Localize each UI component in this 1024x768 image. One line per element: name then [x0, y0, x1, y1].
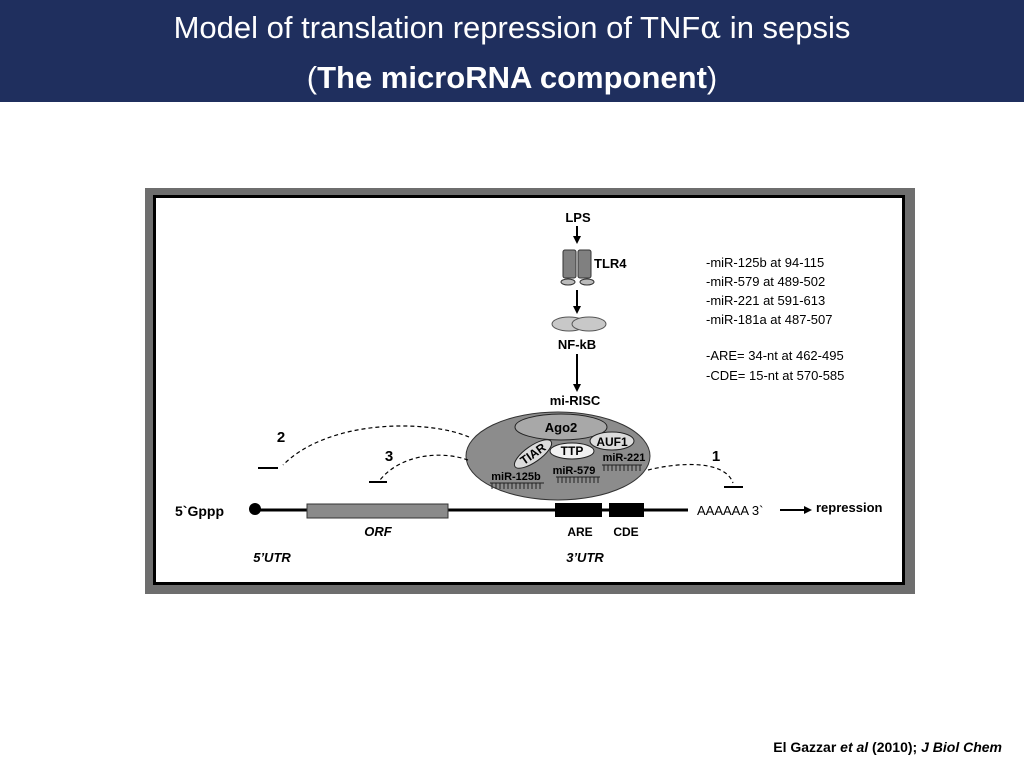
ttp-label: TTP — [561, 444, 584, 458]
are-label: ARE — [567, 525, 592, 539]
page-title: Model of translation repression of TNFα … — [173, 10, 851, 46]
orf-box — [306, 503, 449, 519]
inhibition-path-1 — [647, 463, 734, 484]
title-banner: Model of translation repression of TNFα … — [0, 0, 1024, 102]
utr3-label: 3’UTR — [566, 550, 604, 565]
mir125b-basepairs — [490, 482, 544, 489]
tlr4-label: TLR4 — [594, 256, 627, 271]
path-label-1: 1 — [712, 448, 720, 465]
cap-label: 5`Gppp — [175, 503, 224, 519]
ago2-protein — [514, 413, 608, 441]
mir125b-label: miR-125b — [491, 471, 541, 483]
ago2-label: Ago2 — [545, 420, 578, 435]
ttp-protein — [549, 442, 595, 460]
site-item: -miR-125b at 94-115 — [706, 255, 824, 270]
site-item: -miR-181a at 487-507 — [706, 312, 832, 327]
are-box — [555, 503, 602, 517]
element-item: -ARE= 34-nt at 462-495 — [706, 348, 844, 363]
nfkb-complex — [551, 316, 607, 332]
inhibition-path-3 — [379, 454, 469, 481]
target-site-list: -miR-125b at 94-115 -miR-579 at 489-502 … — [706, 255, 844, 383]
cde-label: CDE — [613, 525, 638, 539]
auf1-protein — [589, 431, 635, 451]
inhibition-path-2 — [282, 425, 470, 466]
auf1-label: AUF1 — [596, 435, 628, 449]
polya-label: AAAAAA 3` — [697, 503, 763, 518]
orf-label: ORF — [364, 524, 393, 539]
mir221-label: miR-221 — [603, 452, 646, 464]
mirisc-label: mi-RISC — [550, 393, 601, 408]
nfkb-label: NF-kB — [558, 337, 596, 352]
utr5-label: 5’UTR — [253, 550, 291, 565]
figure-frame — [153, 195, 905, 585]
repression-label: repression — [816, 500, 883, 515]
mir579-basepairs — [556, 476, 600, 483]
path-label-2: 2 — [277, 429, 285, 446]
cde-box — [609, 503, 644, 517]
path-label-3: 3 — [385, 448, 393, 465]
tiar-protein — [513, 439, 553, 469]
alpha-symbol: α — [700, 10, 722, 46]
page-subtitle: (The microRNA component) — [306, 60, 718, 95]
mir221-basepairs — [602, 464, 642, 471]
tlr4-receptor — [560, 249, 595, 286]
lps-label: LPS — [565, 210, 591, 225]
site-item: -miR-221 at 591-613 — [706, 293, 825, 308]
site-item: -miR-579 at 489-502 — [706, 274, 825, 289]
mir579-label: miR-579 — [553, 465, 596, 477]
element-item: -CDE= 15-nt at 570-585 — [706, 368, 844, 383]
citation: El Gazzar et al (2010); J Biol Chem — [773, 739, 1002, 755]
